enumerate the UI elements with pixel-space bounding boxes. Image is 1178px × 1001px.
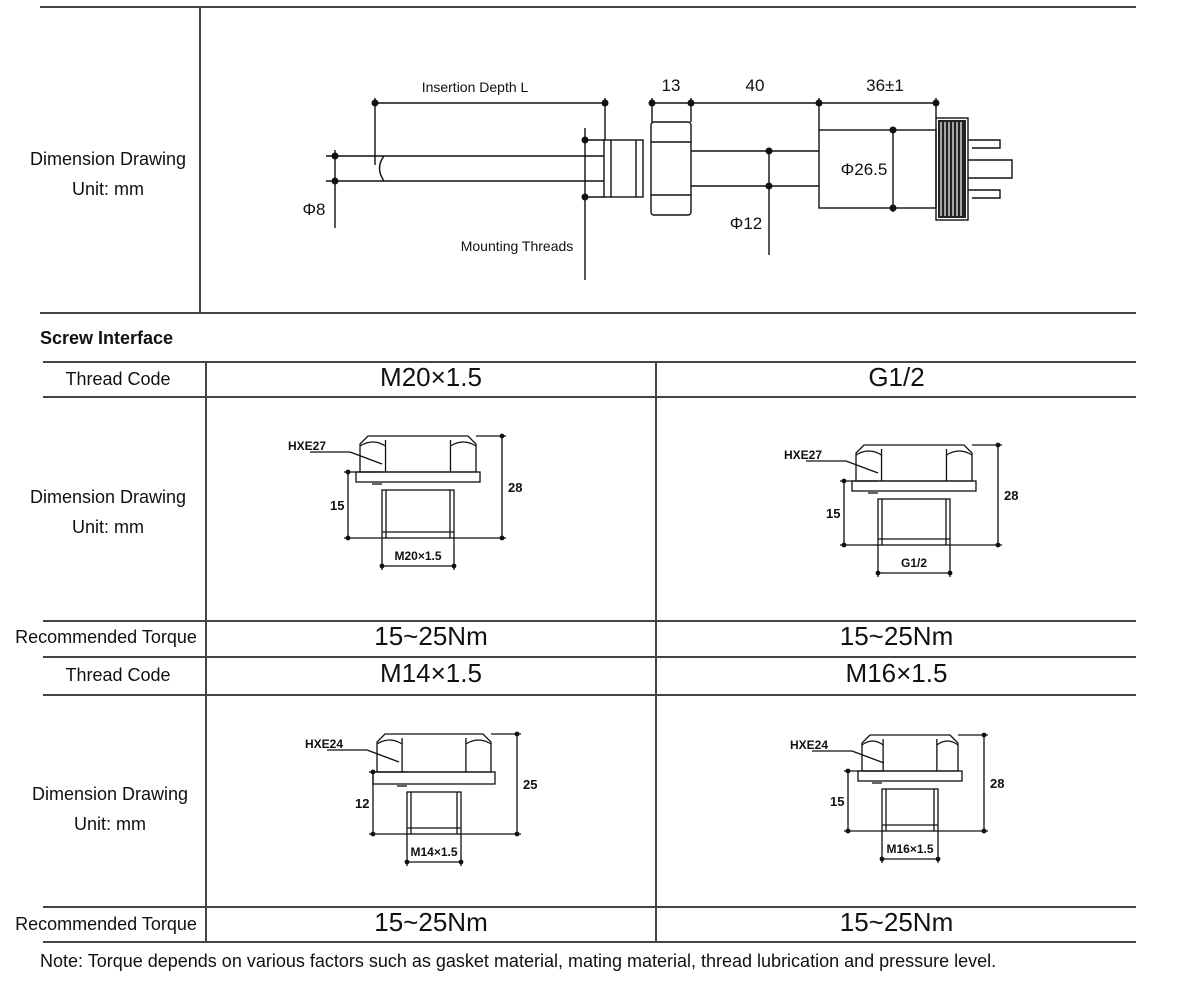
row-line [43,620,1136,622]
top-label-line1: Dimension Drawing [29,149,187,169]
overall-height-label: 28 [508,480,522,495]
overall-height-label: 28 [1004,488,1018,503]
thread-size-label: M16×1.5 [886,842,933,856]
thread-code-label-1: Thread Code [65,369,171,389]
col-line [655,361,657,941]
row-line [43,361,1136,363]
top-border [40,6,1136,8]
torque-value-g12: 15~25Nm [839,621,954,651]
dim-40-label: 40 [746,76,765,95]
dim-36-label: 36±1 [866,76,904,95]
thread-length-label: 15 [830,794,844,809]
row-line [43,656,1136,658]
mounting-threads-label: Mounting Threads [461,238,574,254]
row-line [43,396,1136,398]
row-line [43,941,1136,943]
thread-size-label: M20×1.5 [394,549,441,563]
dimension-label-2: Dimension Drawing Unit: mm [12,779,208,839]
torque-note: Note: Torque depends on various factors … [40,951,997,971]
torque-label-1: Recommended Torque [15,627,197,647]
phi-8-label: Φ8 [302,200,325,219]
thread-code-g12: G1/2 [868,362,925,392]
row-line [43,906,1136,908]
thread-code-m16: M16×1.5 [845,658,948,688]
thread-code-label-2: Thread Code [65,665,171,685]
top-bottom-border [40,312,1136,314]
torque-value-m16: 15~25Nm [839,907,954,937]
dimension-label-2-line2: Unit: mm [74,814,146,834]
overall-height-label: 28 [990,776,1004,791]
hex-size-label: HXE24 [305,737,343,751]
torque-value-m20: 15~25Nm [374,621,488,651]
thread-code-m20: M20×1.5 [380,362,482,392]
dimension-label-1-line1: Dimension Drawing [29,487,187,507]
torque-value-m14: 15~25Nm [374,907,488,937]
torque-label-2: Recommended Torque [15,914,197,934]
hex-size-label: HXE24 [790,738,828,752]
row-line [43,694,1136,696]
thread-code-m14: M14×1.5 [380,658,482,688]
thread-length-label: 15 [826,506,840,521]
col-line [205,361,207,941]
insertion-depth-label: Insertion Depth L [422,79,529,95]
dimension-label-2-line1: Dimension Drawing [31,784,189,804]
section-heading: Screw Interface [40,328,174,348]
top-label: Dimension Drawing Unit: mm [10,144,206,204]
overall-height-label: 25 [523,777,537,792]
hex-size-label: HXE27 [288,439,326,453]
thread-length-label: 12 [355,796,369,811]
top-divider [199,6,201,312]
phi-26-5-label: Φ26.5 [841,160,888,179]
hex-size-label: HXE27 [784,448,822,462]
dimension-label-1: Dimension Drawing Unit: mm [10,482,206,542]
thread-size-label: G1/2 [901,556,927,570]
thread-size-label: M14×1.5 [410,845,457,859]
top-label-line2: Unit: mm [72,179,144,199]
dim-13-label: 13 [662,76,681,95]
phi-12-label: Φ12 [730,214,762,233]
sensor-dimension-drawing: Insertion Depth L 13 40 36±1 Φ26.5 Φ8 Φ1… [302,76,1013,280]
dimension-label-1-line2: Unit: mm [72,517,144,537]
thread-length-label: 15 [330,498,344,513]
